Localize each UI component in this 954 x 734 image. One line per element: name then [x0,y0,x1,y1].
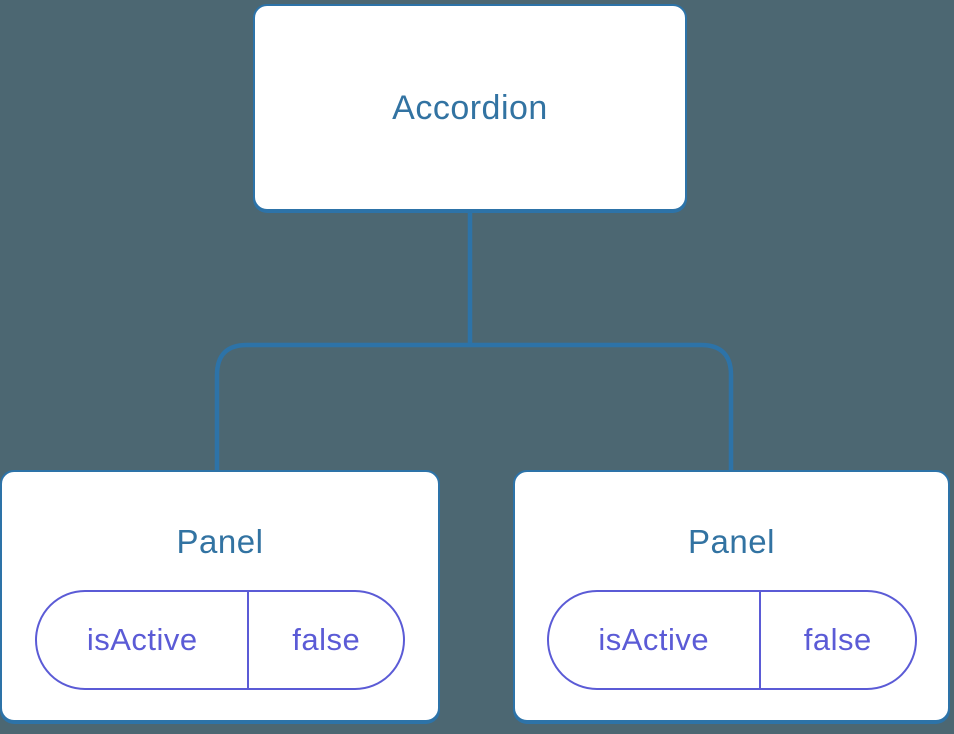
accordion-node: Accordion [253,4,687,211]
panel-node-left: Panel isActive false [0,470,440,722]
panel-node-label: Panel [176,523,264,560]
accordion-node-label: Accordion [392,88,548,127]
state-name: isActive [549,592,761,688]
state-pill: isActive false [546,590,917,690]
panel-node-right: Panel isActive false [513,470,950,722]
state-pill: isActive false [35,590,405,690]
state-value: false [292,622,361,657]
state-name: isActive [37,592,250,688]
panel-node-label: Panel [688,523,775,560]
branch-connector-line [214,342,734,471]
state-value: false [803,622,872,657]
